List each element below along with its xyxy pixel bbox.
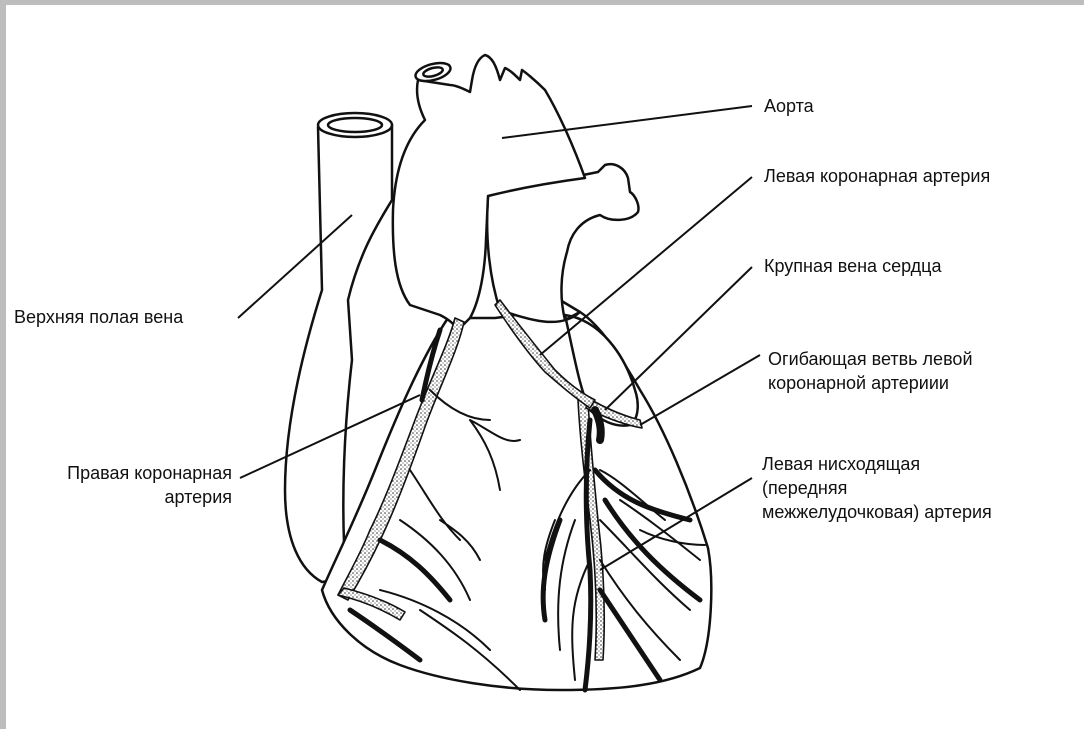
label-aorta: Аорта	[764, 94, 814, 118]
label-left-anterior-descending: Левая нисходящая (передняя межжелудочков…	[762, 452, 992, 524]
leader-circumflex	[640, 355, 760, 425]
label-right-coronary-artery: Правая коронарная артерия	[14, 461, 232, 509]
label-left-coronary-artery: Левая коронарная артерия	[764, 164, 990, 188]
label-superior-vena-cava: Верхняя полая вена	[14, 305, 183, 329]
label-circumflex-branch: Огибающая ветвь левой коронарной артерии…	[768, 347, 973, 395]
label-great-cardiac-vein: Крупная вена сердца	[764, 254, 942, 278]
leader-great-vein	[605, 267, 752, 410]
